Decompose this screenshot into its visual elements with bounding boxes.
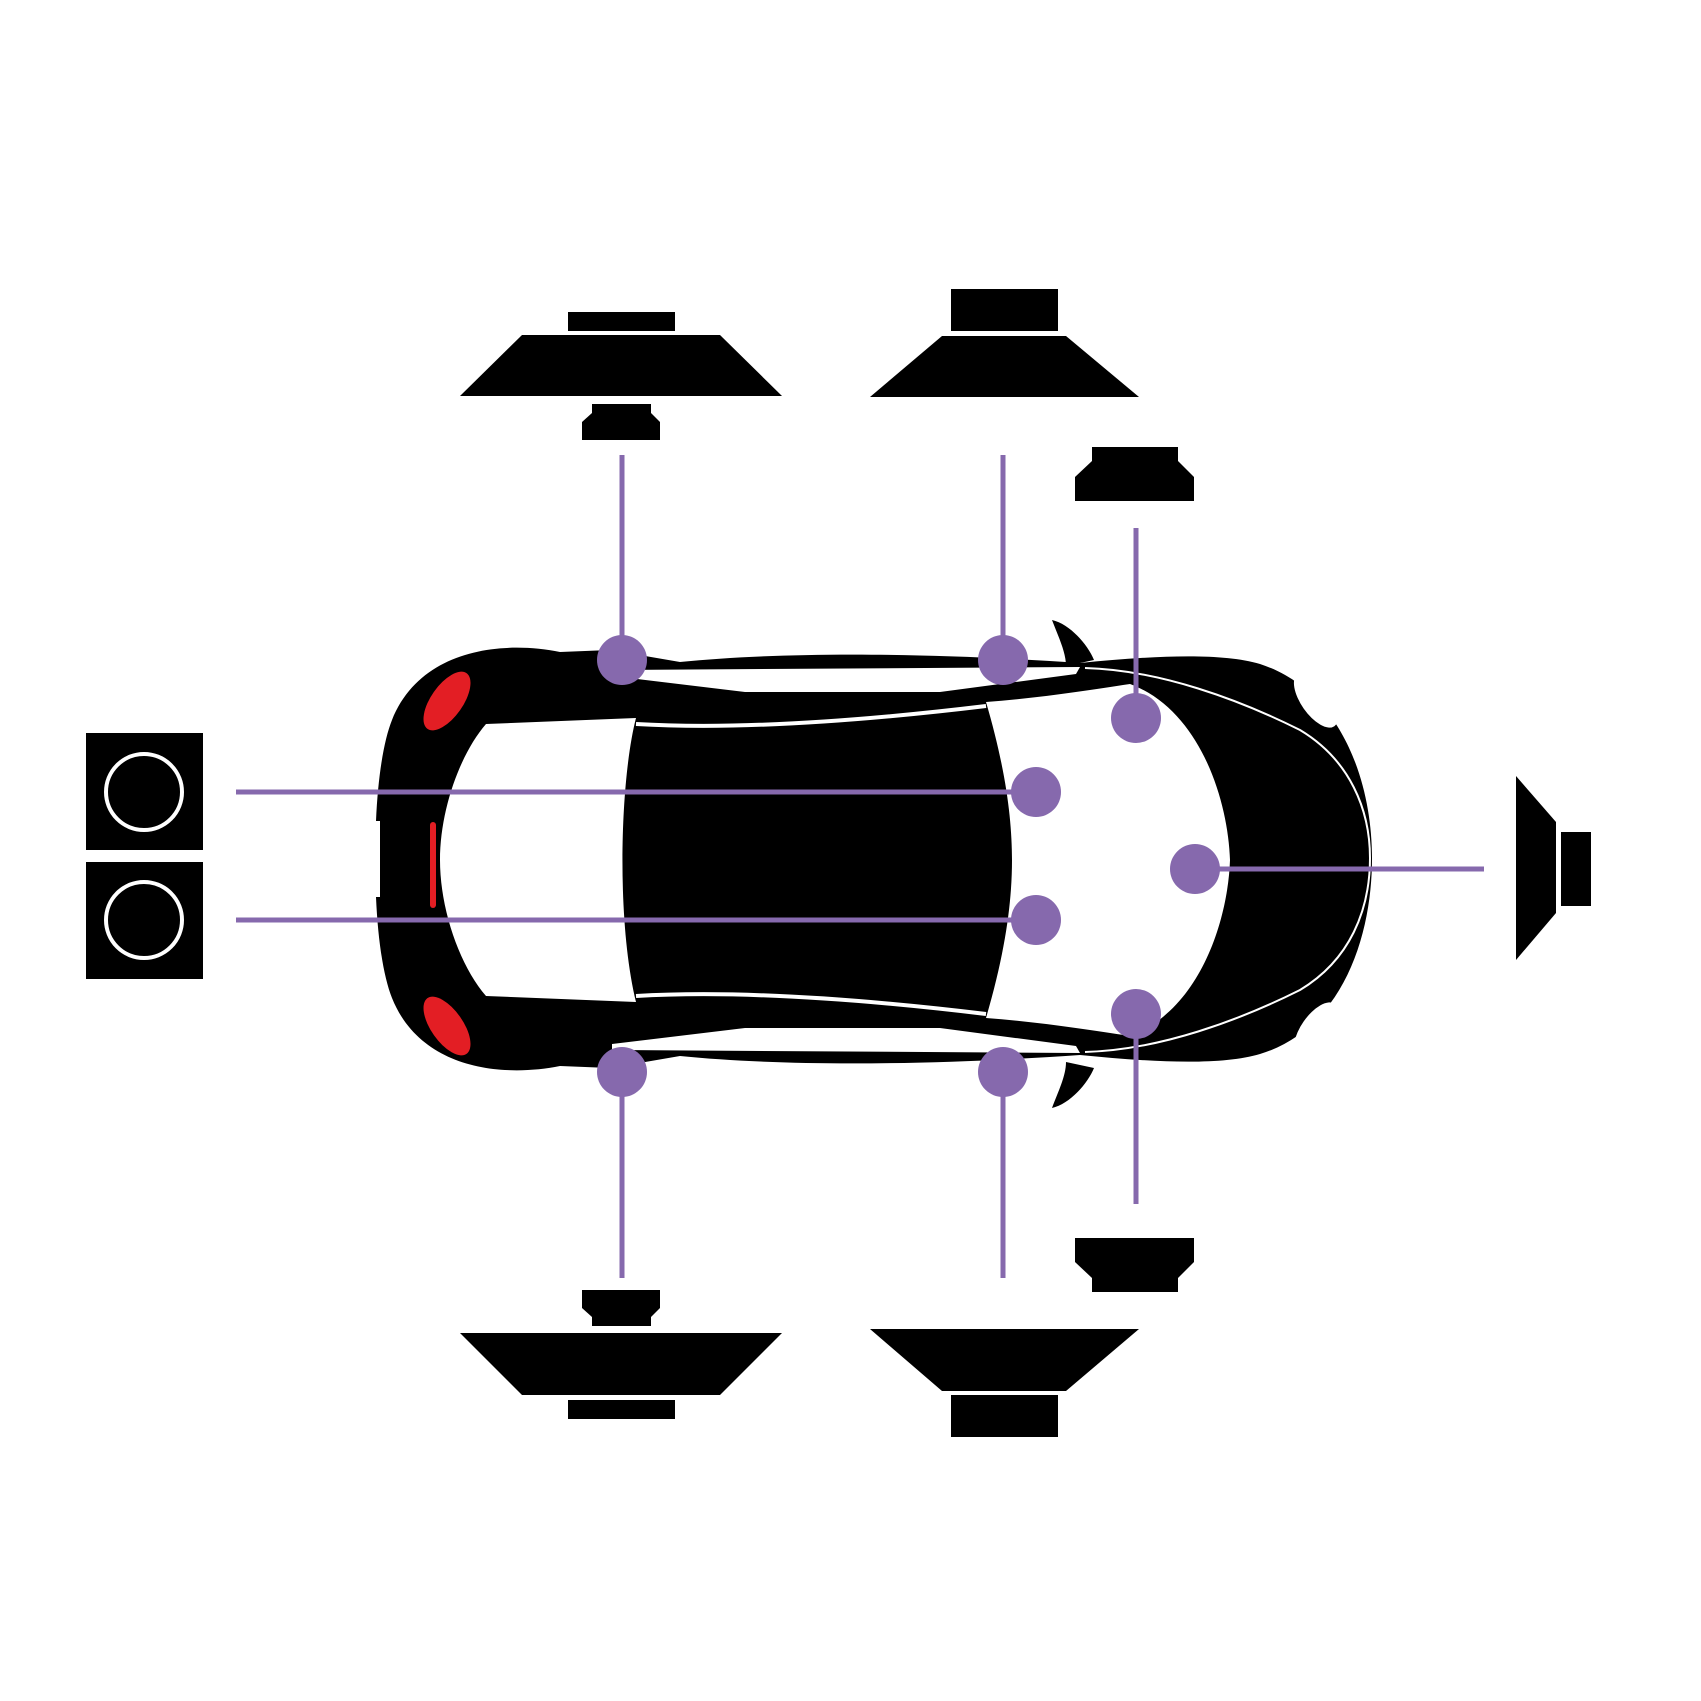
speaker-basket-top-rear [582,404,660,440]
speaker-magnet-top-front [951,289,1058,331]
coaxial-speaker-icon [460,312,782,440]
mount-point-center-speaker[interactable] [1170,844,1220,894]
hood-line-top [1084,667,1371,859]
subwoofer-box-icon [86,862,203,979]
center-channel-speaker-icon [1516,776,1591,960]
mount-point-front-door-top[interactable] [978,635,1028,685]
headlight-top [1293,672,1339,728]
mount-point-rear-door-bottom[interactable] [597,1047,647,1097]
side-window-top [612,667,1080,692]
subwoofer-box-2 [86,862,203,979]
speaker-cone-bottom-rear [460,1333,782,1395]
car-top-view-icon [376,620,1372,1108]
tail-light-bottom [423,996,471,1056]
subwoofer-box-1 [86,733,203,850]
subwoofer-ring-1 [104,752,184,832]
tail-light-top [423,671,471,731]
side-window-bottom [612,1028,1080,1053]
speaker-cone-top-front [870,336,1139,397]
mount-point-tweeter-top[interactable] [1111,693,1161,743]
side-mirror-bottom [1052,1062,1094,1108]
speaker-basket-bottom-rear [582,1290,660,1326]
connector-lines [236,455,1484,1278]
tweeter-bottom [1075,1238,1194,1292]
component-speaker-icon [870,289,1139,397]
subwoofer-ring-2 [104,880,184,960]
center-speaker-magnet [1561,832,1591,906]
center-speaker-cone [1516,776,1556,960]
tweeter-top [1075,447,1194,501]
headlight-bottom [1293,1002,1339,1058]
side-mirror-top [1052,620,1094,666]
speaker-cone-top-rear [460,335,782,396]
hood-line-bottom [1084,857,1371,1053]
speaker-magnet-bottom-front [951,1395,1058,1437]
speaker-magnet-bottom-rear [568,1400,675,1419]
mount-points [597,635,1220,1097]
coaxial-speaker-icon [460,1290,782,1419]
subwoofer-box-icon [86,733,203,850]
roof-edge-bottom [635,992,987,1016]
mount-point-subwoofer-2[interactable] [1011,895,1061,945]
rear-window [440,718,636,1002]
mount-point-tweeter-bottom[interactable] [1111,989,1161,1039]
mount-point-rear-door-top[interactable] [597,635,647,685]
tweeter-icon [1075,447,1194,501]
third-brake-light [430,822,436,908]
tweeter-icon [1075,1238,1194,1292]
mount-point-subwoofer-1[interactable] [1011,767,1061,817]
roof-edge-top [635,704,987,728]
speaker-magnet-top-rear [568,312,675,331]
mount-point-front-door-bottom[interactable] [978,1047,1028,1097]
component-speaker-icon [870,1329,1139,1437]
speaker-cone-bottom-front [870,1329,1139,1391]
